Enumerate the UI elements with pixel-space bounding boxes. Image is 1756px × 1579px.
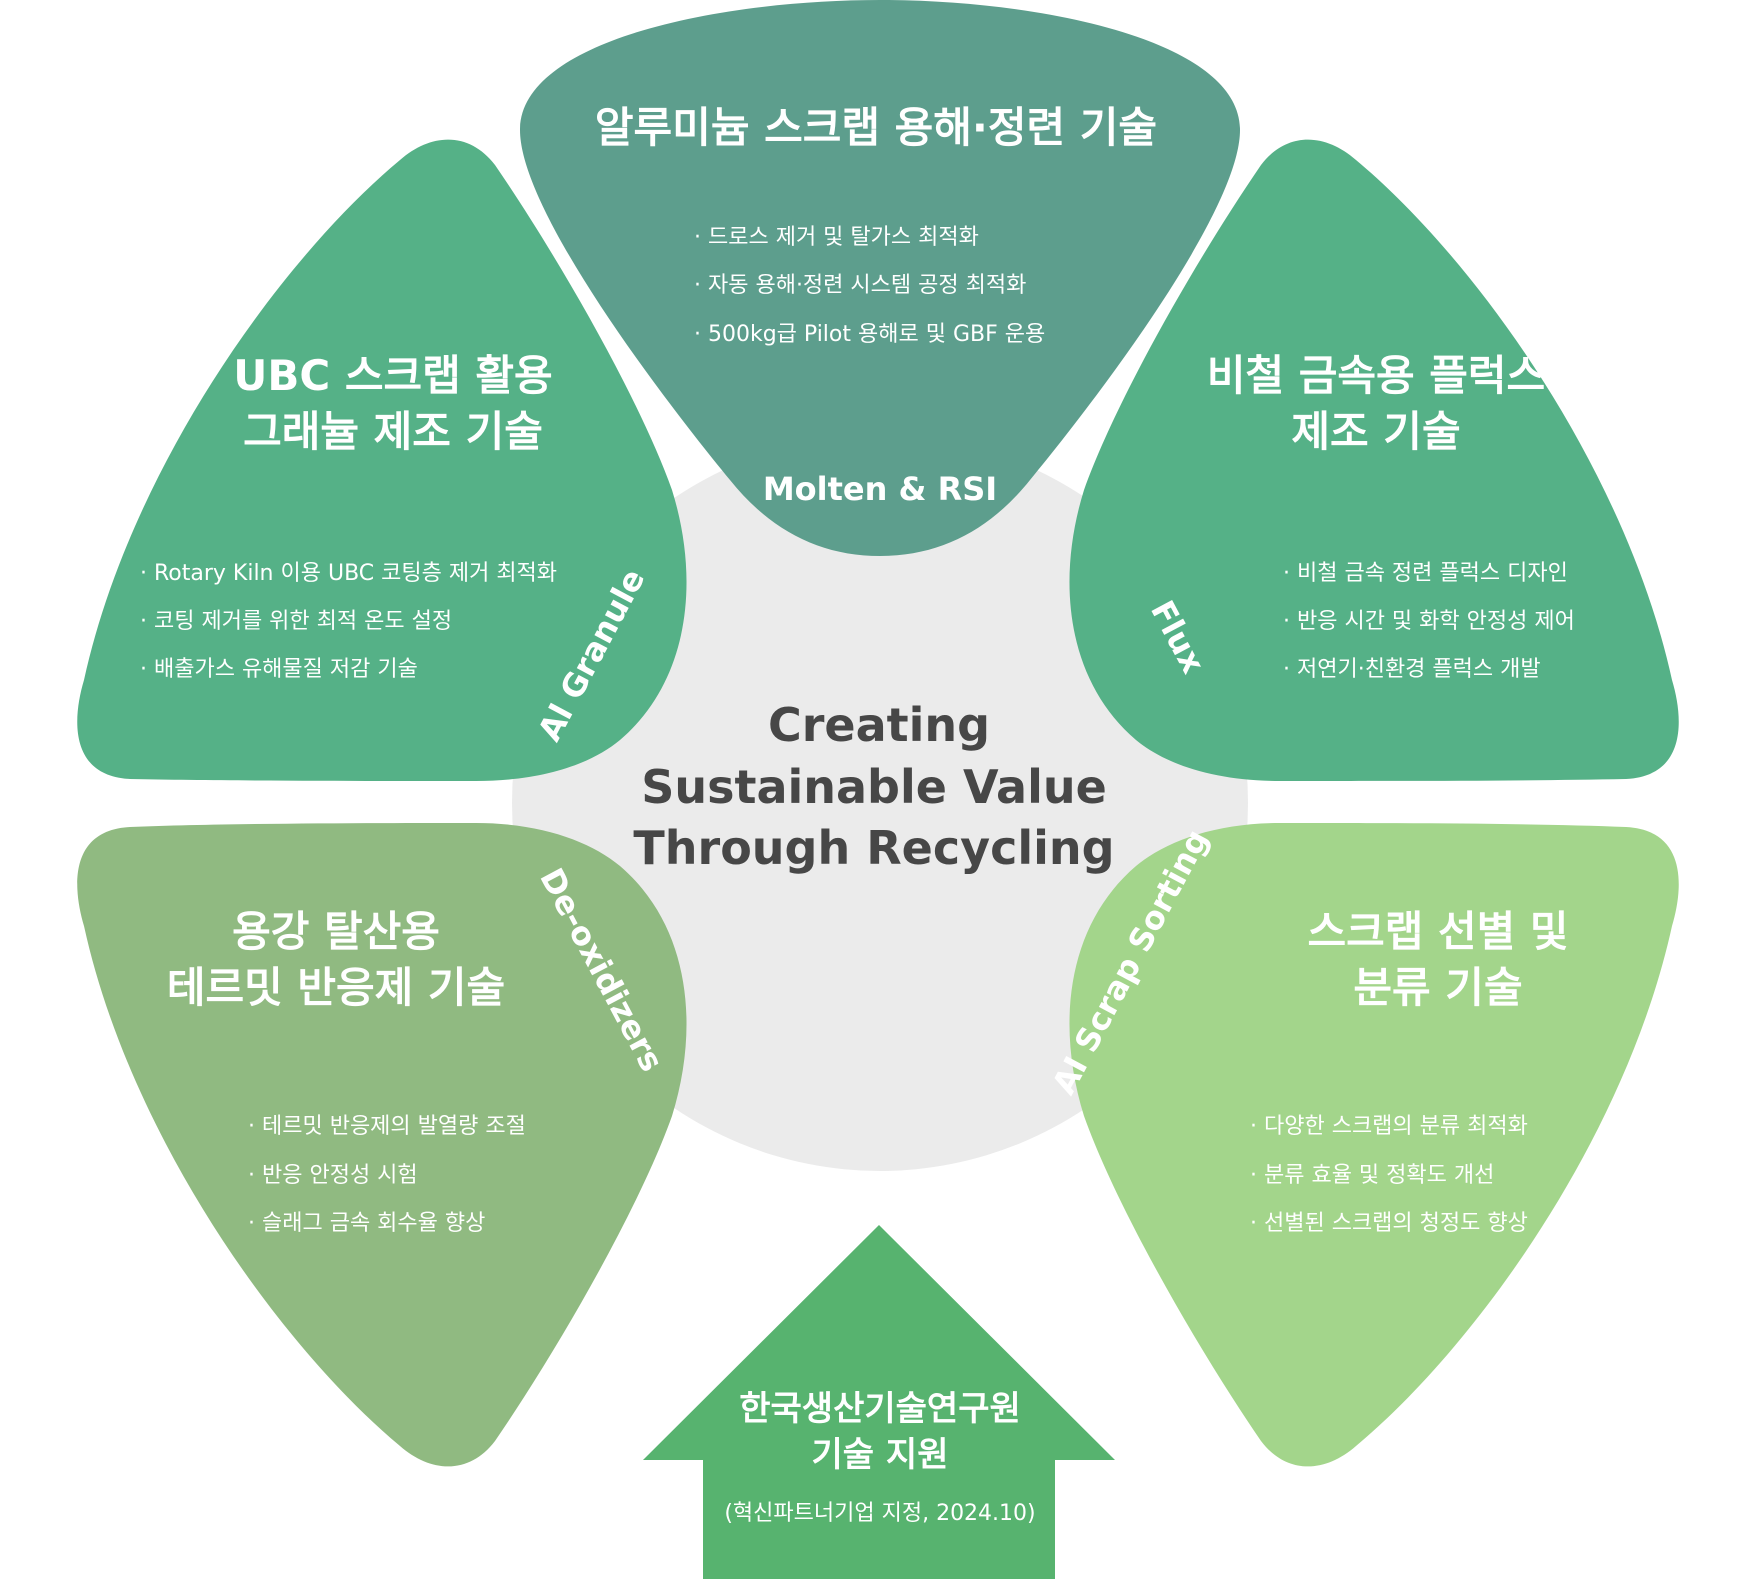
upper-left-title-2: 그래뉼 제조 기술 [243, 407, 543, 456]
petal-lower-left [77, 823, 687, 1467]
upper-right-item-1: · 비철 금속 정련 플럭스 디자인 [1283, 561, 1568, 586]
lower-left-item-1: · 테르밋 반응제의 발열량 조절 [248, 1114, 526, 1139]
top-item-3: · 500kg급 Pilot 용해로 및 GBF 운용 [694, 322, 1045, 347]
lower-left-item-2: · 반응 안정성 시험 [248, 1163, 418, 1188]
center-circle [512, 435, 1248, 1171]
lower-right-title-2: 분류 기술 [1353, 963, 1522, 1012]
upper-left-item-2: · 코팅 제거를 위한 최적 온도 설정 [140, 609, 452, 634]
top-item-1: · 드로스 제거 및 탈가스 최적화 [694, 225, 979, 250]
petal-upper-left [77, 139, 687, 781]
center-line-2: Sustainable Value [641, 760, 1107, 814]
top-label: Molten & RSI [763, 470, 997, 508]
upper-right-item-2: · 반응 시간 및 화학 안정성 제어 [1283, 609, 1575, 634]
upper-right-title-1: 비철 금속용 플럭스 [1207, 351, 1545, 400]
petal-upper-right [1069, 139, 1679, 781]
arrow-title-2: 기술 지원 [812, 1435, 949, 1475]
lower-left-item-3: · 슬래그 금속 회수율 향상 [248, 1211, 485, 1236]
petal-top [520, 0, 1240, 556]
upper-right-item-3: · 저연기·친환경 플럭스 개발 [1283, 657, 1541, 682]
arrow-subtitle: (혁신파트너기업 지정, 2024.10) [724, 1501, 1035, 1526]
arrow-title-1: 한국생산기술연구원 [739, 1389, 1021, 1429]
upper-left-title-1: UBC 스크랩 활용 [233, 351, 552, 400]
lower-left-title-1: 용강 탈산용 [232, 907, 440, 956]
upper-left-item-1: · Rotary Kiln 이용 UBC 코팅층 제거 최적화 [140, 561, 557, 586]
lower-right-item-3: · 선별된 스크랩의 청정도 향상 [1250, 1211, 1528, 1236]
lower-right-item-1: · 다양한 스크랩의 분류 최적화 [1250, 1114, 1528, 1139]
top-item-2: · 자동 용해·정련 시스템 공정 최적화 [694, 273, 1026, 298]
lower-right-item-2: · 분류 효율 및 정확도 개선 [1250, 1163, 1494, 1188]
petal-lower-right [1069, 823, 1679, 1467]
upper-right-title-2: 제조 기술 [1291, 407, 1460, 456]
center-line-3: Through Recycling [633, 821, 1114, 875]
upper-left-item-3: · 배출가스 유해물질 저감 기술 [140, 657, 418, 682]
top-title: 알루미늄 스크랩 용해·정련 기술 [595, 103, 1157, 152]
support-arrow [643, 1225, 1115, 1579]
lower-left-title-2: 테르밋 반응제 기술 [167, 963, 505, 1012]
lower-right-title-1: 스크랩 선별 및 [1307, 907, 1568, 956]
center-line-1: Creating [768, 698, 990, 752]
